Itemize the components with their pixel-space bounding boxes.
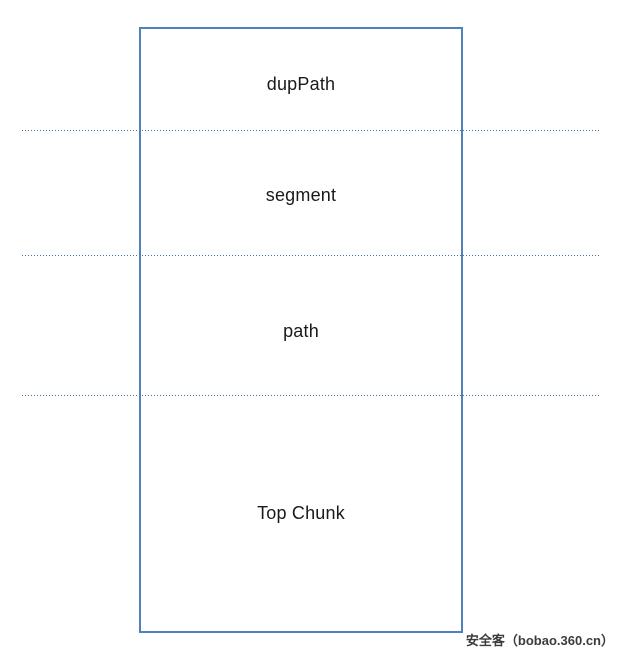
section-label-top-chunk: Top Chunk [257, 503, 345, 523]
section-label-duppath: dupPath [266, 74, 336, 94]
section-divider [22, 255, 600, 256]
memory-box-outline [139, 27, 463, 633]
section-label-path: path [283, 321, 319, 341]
section-divider [22, 130, 600, 131]
watermark-text: 安全客（bobao.360.cn） [465, 633, 614, 648]
section-divider [22, 395, 600, 396]
section-label-segment: segment [265, 185, 337, 205]
